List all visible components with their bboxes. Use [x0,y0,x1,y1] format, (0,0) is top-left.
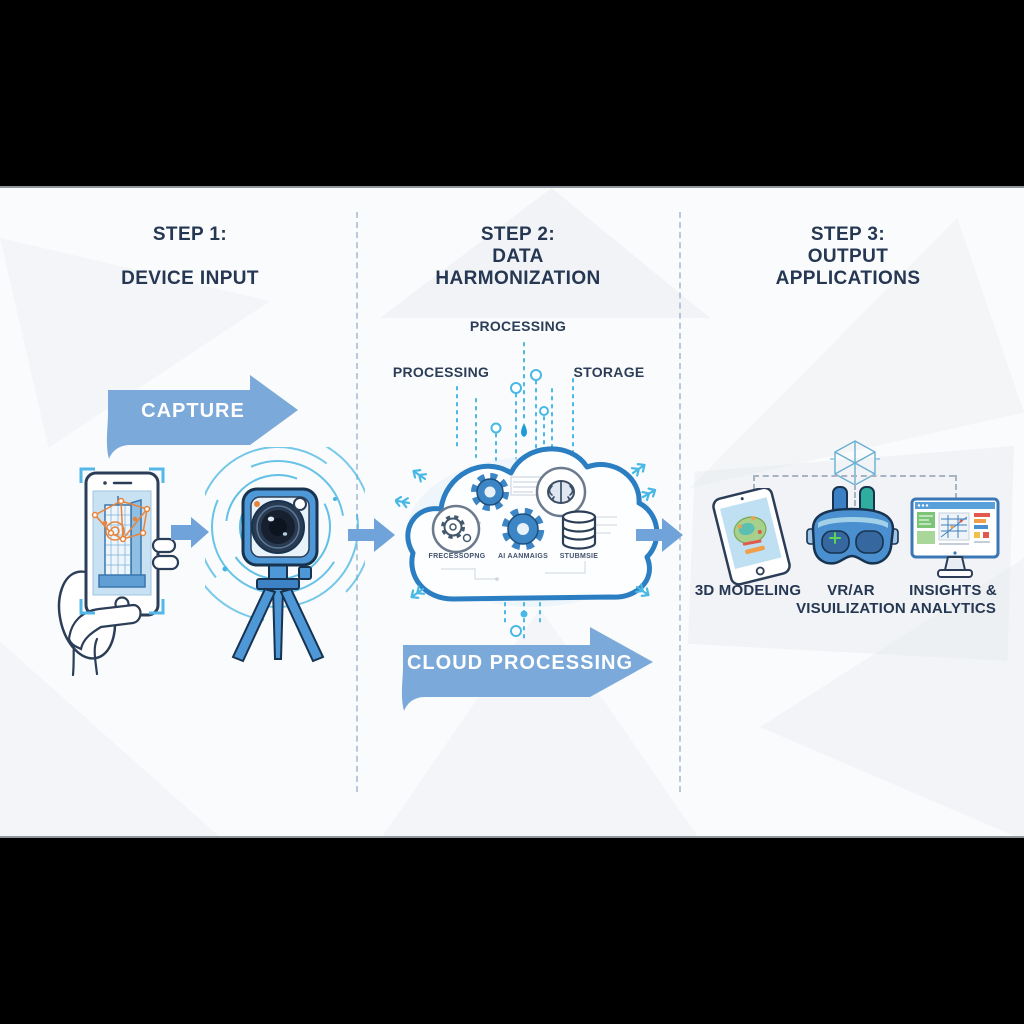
capture-frame-brackets [79,467,165,615]
tripod [231,564,325,663]
capture-arrow-label: CAPTURE [141,400,245,422]
vr-headset-icon [806,486,899,565]
3d-model-preview [733,516,767,555]
output-connector-center [854,484,856,506]
step1-to-step2-arrow [348,518,395,552]
output-label-line: VR/AR [827,582,875,599]
output-label-vr-ar: VR/AR VISUILIZATION [786,582,916,617]
processing-gear-icon [431,504,481,554]
database-icon [561,510,597,550]
output-label-3d-modeling: 3D MODELING [683,582,813,600]
step3-title-line1: STEP 3: [810,224,886,245]
sync-arrows [395,463,657,599]
output-label-line: ANALYTICS [909,599,997,617]
monitor-dashboard-icon [910,497,1000,578]
cloud-label-ai-analysis: AI AANMAIGS [498,553,548,560]
column-divider-1 [356,212,358,792]
capture-arrow-shape [106,375,298,459]
output-label-line: VISUILIZATION [796,599,906,617]
phone-to-camera-arrow [171,517,209,548]
cloud-label-storage: STUBMSIE [560,553,599,560]
output-connector-left [753,475,755,499]
smartphone-capture-icon [57,467,209,677]
step3-title-line2: OUTPUT [807,246,889,267]
gear-icon [471,473,509,511]
step2-to-step3-arrow [636,518,683,552]
cloud-processing-arrow-label: CLOUD PROCESSING [407,652,633,674]
column-divider-2 [679,212,681,792]
output-connector-horizontal [753,475,955,477]
cloud-icon: FRECESSOPNG AI AANMAIGS STUBMSIE [395,342,660,640]
wireframe-cube-icon [830,440,880,486]
step3-title-line3: APPLICATIONS [775,268,921,289]
step2-title-line3: HARMONIZATION [435,268,601,289]
processing-left-label: PROCESSING [392,364,490,380]
output-label-line: 3D MODELING [694,582,802,599]
gear-icon [501,507,545,551]
camera-360-tripod-icon [205,447,365,663]
camera-body [241,487,319,567]
output-label-insights: INSIGHTS & ANALYTICS [888,582,1018,617]
output-connector-right [955,475,957,499]
data-stream-below [504,602,541,640]
lens-sparkle [829,532,841,544]
step2-title-line1: STEP 2: [480,224,556,245]
photogrammetry-overlay [91,497,151,543]
output-label-line: INSIGHTS & [909,582,997,599]
step1-title-line2: DEVICE INPUT [121,268,259,289]
capture-arrow: CAPTURE [106,375,298,459]
cloud-processing-arrow-shape [401,627,653,711]
cloud-processing-arrow: CLOUD PROCESSING [401,627,653,711]
processing-top-label: PROCESSING [469,318,567,334]
storage-label: STORAGE [573,364,645,380]
dashboard-content [917,512,990,545]
step2-title-line2: DATA [492,246,544,267]
ai-brain-icon [535,466,587,518]
diagram-panel: STEP 1: DEVICE INPUT CAPTURE [0,186,1024,838]
step1-title-line1: STEP 1: [152,224,228,245]
cloud-label-processing: FRECESSOPNG [429,553,486,560]
tablet-3d-model-icon [712,488,791,586]
